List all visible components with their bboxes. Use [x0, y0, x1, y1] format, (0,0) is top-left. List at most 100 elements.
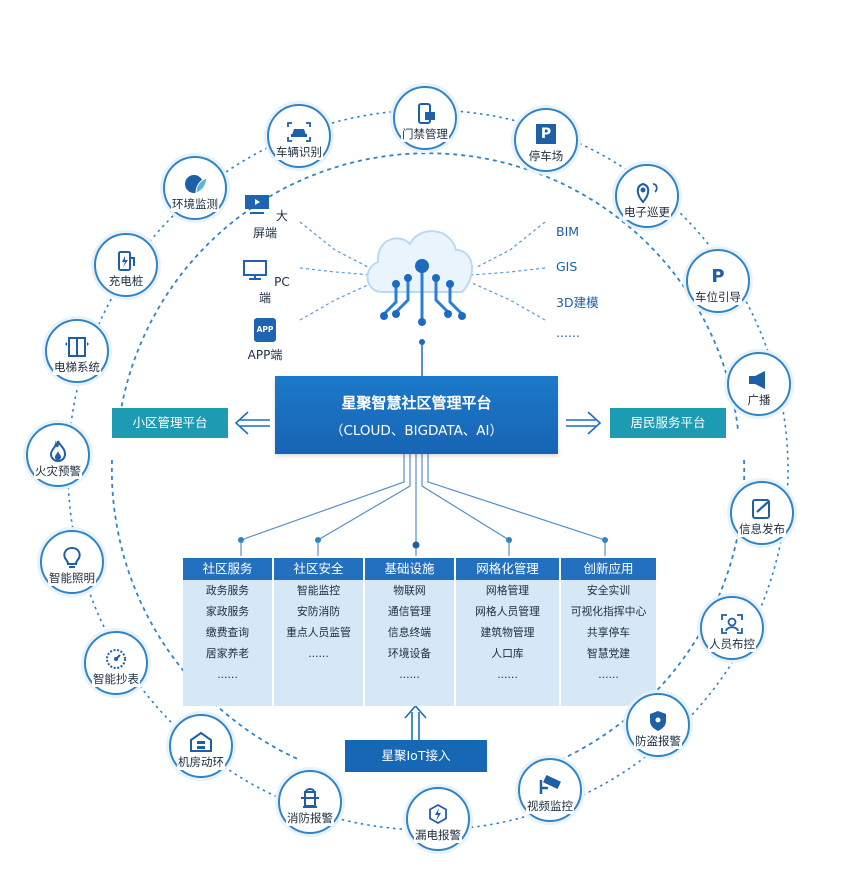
- module-item: 环境设备: [387, 647, 432, 660]
- module-item: 缴费查询: [205, 626, 250, 639]
- server-room-icon: [190, 731, 212, 752]
- meter-icon: [106, 649, 126, 669]
- environment-icon: [185, 175, 208, 194]
- module-item: 共享停车: [586, 626, 631, 639]
- leakage-icon: [429, 803, 447, 825]
- inner-arc-left: [110, 459, 301, 761]
- platform-title: 星聚智慧社区管理平台: [341, 394, 492, 412]
- device-link-lines: [299, 221, 546, 321]
- ring-node-door-access: 门禁管理: [393, 86, 457, 150]
- module-item: 安全实训: [586, 584, 631, 597]
- module-item: ......: [308, 647, 329, 660]
- ring-node-label: 人员布控: [708, 636, 756, 652]
- module-item: 智慧党建: [586, 647, 631, 660]
- patrol-pin-icon: [636, 182, 658, 204]
- ring-node-fire-hydrant: 消防报警: [278, 770, 342, 834]
- ring-node-server-room: 机房动环: [169, 714, 233, 778]
- car-recognition-icon: [287, 122, 311, 142]
- module-item: 重点人员监管: [286, 626, 351, 639]
- right-platform-label: 居民服务平台: [610, 408, 726, 438]
- module-item: 政务服务: [205, 584, 250, 597]
- module-item: ......: [598, 668, 619, 681]
- door-access-icon: [418, 103, 435, 124]
- ring-node-label: 火灾预警: [34, 463, 82, 479]
- module-item: 建筑物管理: [480, 626, 535, 639]
- module-item: 网格管理: [485, 584, 530, 597]
- camera-icon: [539, 774, 561, 794]
- module-item: ......: [217, 668, 238, 681]
- iot-access-label: 星聚IoT接入: [345, 740, 487, 772]
- parking-icon: P: [536, 124, 556, 144]
- ring-node-patrol: 电子巡更: [615, 164, 679, 228]
- ring-node-label: 环境监测: [171, 196, 219, 212]
- tech-more: ......: [556, 325, 580, 340]
- ring-node-elevator: 电梯系统: [45, 319, 109, 383]
- ring-node-label: 漏电报警: [414, 827, 462, 843]
- ring-node-label: 防盗报警: [634, 733, 682, 749]
- app-icon: APP: [254, 318, 276, 342]
- central-platform: 星聚智慧社区管理平台 （CLOUD、BIGDATA、AI）: [275, 376, 558, 454]
- ring-node-label: 信息发布: [738, 521, 786, 537]
- module-community-safety: 社区安全 智能监控 安防消防 重点人员监管 ......: [274, 558, 363, 706]
- monitor-icon: [243, 260, 268, 280]
- ring-node-car-recognition: 车辆识别: [267, 104, 331, 168]
- fire-hydrant-icon: [301, 788, 319, 808]
- ring-node-label: 广播: [746, 392, 772, 408]
- module-item: ......: [399, 668, 420, 681]
- ring-node-label: 充电桩: [107, 273, 145, 289]
- ring-node-anti-theft: 防盗报警: [626, 693, 690, 757]
- module-item: 信息终端: [387, 626, 432, 639]
- module-title: 社区服务: [183, 558, 272, 580]
- ring-node-broadcast: 广播: [727, 352, 791, 416]
- right-double-arrow: [566, 411, 602, 435]
- module-item: 可视化指挥中心: [570, 605, 647, 618]
- anti-theft-icon: [650, 711, 666, 731]
- ring-node-bulb: 智能照明: [40, 530, 104, 594]
- ring-node-info-publish: 信息发布: [730, 481, 794, 545]
- tech-bim: BIM: [556, 224, 580, 239]
- fire-icon: [49, 440, 67, 463]
- platform-subtitle: （CLOUD、BIGDATA、AI）: [329, 423, 504, 439]
- ring-node-label: 电子巡更: [623, 204, 671, 220]
- module-divider: [272, 558, 274, 706]
- ring-node-meter: 智能抄表: [84, 631, 148, 695]
- person-control-icon: [721, 614, 743, 634]
- module-grid-management: 网格化管理 网格管理 网格人员管理 建筑物管理 人口库 ......: [456, 558, 559, 706]
- module-item: 安防消防: [296, 605, 341, 618]
- elevator-icon: [65, 337, 89, 357]
- module-item: 居家养老: [205, 647, 250, 660]
- big-screen-icon: [245, 195, 270, 214]
- device-label: APP端: [247, 348, 283, 362]
- module-divider: [454, 558, 456, 706]
- outer-ring: [67, 109, 789, 831]
- ring-node-label: 停车场: [527, 148, 565, 164]
- module-item: 通信管理: [387, 605, 432, 618]
- module-title: 创新应用: [561, 558, 656, 580]
- ring-node-label: 智能照明: [48, 570, 96, 586]
- module-title: 基础设施: [365, 558, 454, 580]
- ring-node-charger: 充电桩: [94, 233, 158, 297]
- ring-node-parking-guide: P 车位引导: [686, 249, 750, 313]
- module-item: 人口库: [491, 647, 524, 660]
- ring-node-label: 消防报警: [286, 810, 334, 826]
- device-big-screen: 大屏端: [240, 192, 290, 241]
- cloud-icon: [366, 230, 474, 326]
- module-community-service: 社区服务 政务服务 家政服务 缴费查询 居家养老 ......: [183, 558, 272, 706]
- module-item: 网格人员管理: [475, 605, 540, 618]
- left-platform-label: 小区管理平台: [112, 408, 228, 438]
- module-divider: [363, 558, 365, 706]
- module-item: 智能监控: [296, 584, 341, 597]
- module-innovation: 创新应用 安全实训 可视化指挥中心 共享停车 智慧党建 ......: [561, 558, 656, 706]
- module-item: ......: [497, 668, 518, 681]
- ring-node-label: 电梯系统: [53, 359, 101, 375]
- module-item: 家政服务: [205, 605, 250, 618]
- ring-node-fire: 火灾预警: [26, 423, 90, 487]
- ring-node-camera: 视频监控: [518, 758, 582, 822]
- bulb-icon: [63, 546, 81, 568]
- ring-node-label: 车位引导: [694, 289, 742, 305]
- ring-node-label: 智能抄表: [92, 671, 140, 687]
- device-pc: PC端: [240, 258, 290, 306]
- module-item: 物联网: [393, 584, 426, 597]
